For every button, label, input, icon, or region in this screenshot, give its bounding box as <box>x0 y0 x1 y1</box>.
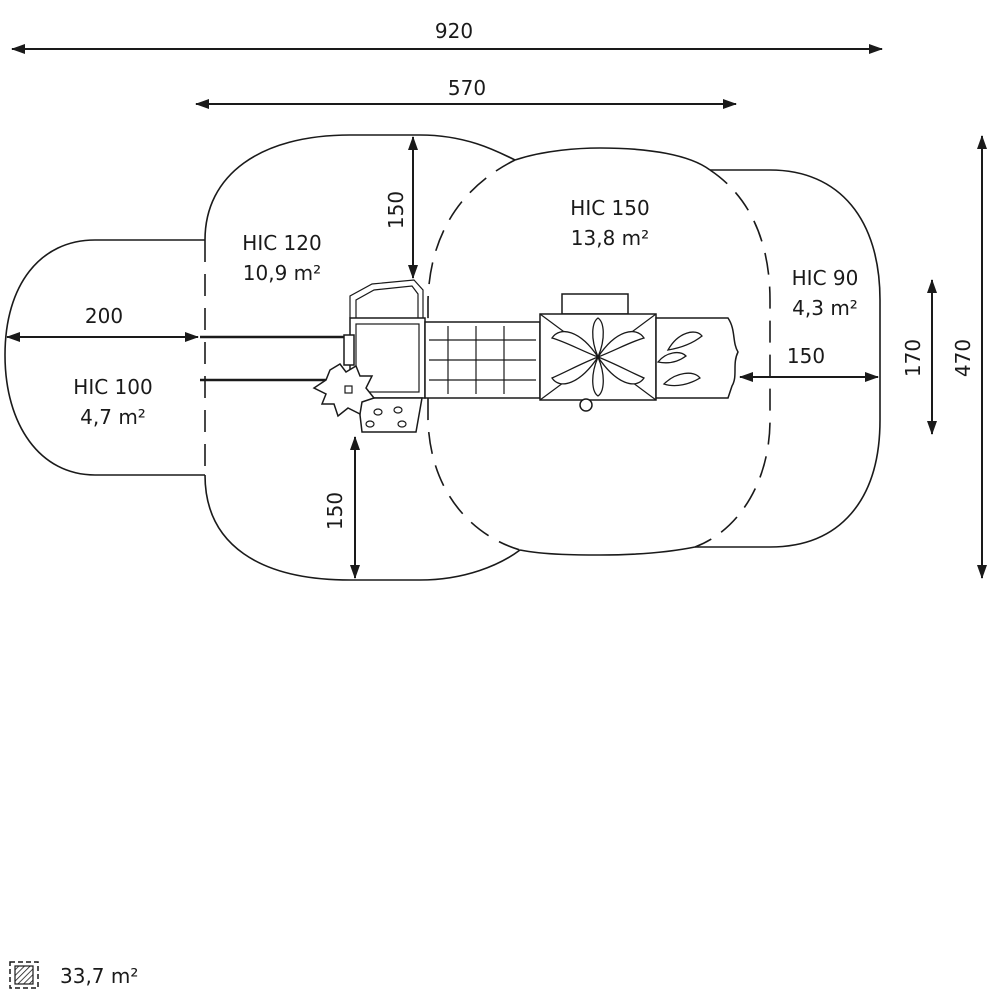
zone-hic-label: HIC 120 <box>242 231 321 255</box>
dim-label-total-depth: 470 <box>951 339 975 377</box>
climbing-hold <box>365 420 375 428</box>
dimension-lines <box>6 44 987 579</box>
zone-hic-label: HIC 100 <box>73 375 152 399</box>
zone-outline-hic-150-bottom <box>519 546 696 556</box>
canopy-leaf-icons <box>550 317 646 397</box>
dim-label-center-depth: 170 <box>901 339 925 377</box>
canopy-post <box>579 398 593 412</box>
tower-post-left <box>343 334 355 366</box>
zone-label-hic-150: HIC 150 13,8 m² <box>570 196 649 250</box>
hatched-area-icon <box>9 961 39 989</box>
dim-label-total-width: 920 <box>435 19 473 43</box>
tower-roof-frame <box>349 279 424 318</box>
zone-divider-center-right <box>694 169 771 548</box>
zone-divider-center-left <box>427 159 521 551</box>
zone-area-label: 10,9 m² <box>243 261 321 285</box>
tower-roof-frame-inner <box>355 285 419 318</box>
climbing-hold <box>397 420 407 428</box>
climbing-hold <box>373 408 383 416</box>
tower-deck-inner <box>355 323 420 393</box>
zone-label-hic-100: HIC 100 4,7 m² <box>73 375 152 429</box>
net-bridge-mesh <box>429 326 536 394</box>
dim-label-top-clearance: 150 <box>384 191 408 229</box>
zone-label-hic-120: HIC 120 10,9 m² <box>242 231 321 285</box>
leaf-panel-knob <box>344 385 353 394</box>
zone-outline-hic-120-bottom <box>204 474 521 581</box>
dim-label-bottom-clearance: 150 <box>323 492 347 530</box>
zone-outline-hic-100 <box>4 239 205 476</box>
zone-outline-hic-120 <box>204 134 516 241</box>
zone-outline-hic-90 <box>695 169 881 548</box>
zone-hic-label: HIC 90 <box>792 266 859 290</box>
zone-area-label: 4,3 m² <box>792 296 858 320</box>
legend-total-area: 33,7 m² <box>60 964 138 988</box>
zone-area-label: 13,8 m² <box>571 226 649 250</box>
dim-label-right-clearance: 150 <box>787 344 825 368</box>
zone-outline-hic-150-top <box>514 147 711 171</box>
dim-label-inner-width: 570 <box>448 76 486 100</box>
zone-hic-label: HIC 150 <box>570 196 649 220</box>
zone-label-hic-90: HIC 90 4,3 m² <box>792 266 859 320</box>
canopy-roof-top <box>561 293 629 315</box>
dim-label-left-clearance: 200 <box>85 304 123 328</box>
safety-zone-outlines <box>4 134 881 581</box>
leaf-panel-icon <box>312 363 376 418</box>
legend: 33,7 m² <box>9 961 138 989</box>
zone-area-label: 4,7 m² <box>80 405 146 429</box>
playground-equipment <box>200 279 739 433</box>
climbing-hold <box>393 406 403 414</box>
right-panel-leaf-icons <box>656 331 703 387</box>
